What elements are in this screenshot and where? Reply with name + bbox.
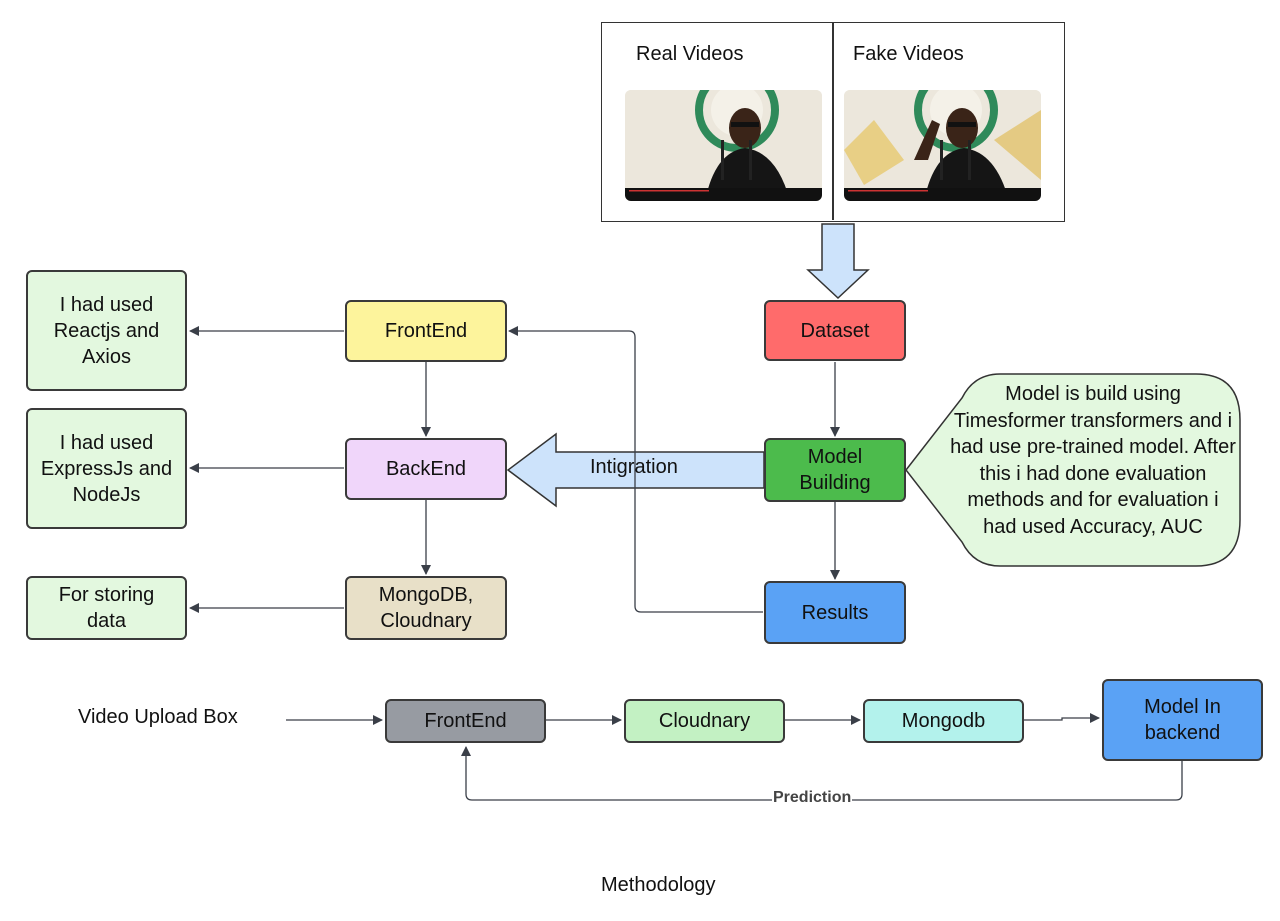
down-flow-arrow — [806, 223, 870, 300]
backend-note: I had used ExpressJs and NodeJs — [26, 408, 187, 529]
pipeline-frontend-node: FrontEnd — [385, 699, 546, 743]
storage-note: For storing data — [26, 576, 187, 640]
results-node: Results — [764, 581, 906, 644]
pipeline-mongodb-node: Mongodb — [863, 699, 1024, 743]
dataset-node: Dataset — [764, 300, 906, 361]
frontend-note: I had used Reactjs and Axios — [26, 270, 187, 391]
videos-divider — [832, 23, 834, 220]
real-videos-label: Real Videos — [636, 43, 744, 65]
real-video-thumbnail[interactable] — [625, 90, 822, 201]
model-note-text: Model is build using Timesformer transfo… — [950, 383, 1236, 538]
video-upload-label: Video Upload Box — [78, 706, 238, 728]
backend-node: BackEnd — [345, 438, 507, 500]
prediction-label: Prediction — [772, 789, 853, 807]
caption-methodology: Methodology — [601, 874, 716, 896]
fake-video-thumbnail[interactable] — [844, 90, 1041, 201]
arrow-mongodb-to-model — [1024, 713, 1100, 723]
storage-node: MongoDB, Cloudnary — [345, 576, 507, 640]
fake-video-image — [844, 90, 1041, 201]
real-video-image — [625, 90, 822, 201]
pipeline-model-node: Model In backend — [1102, 679, 1263, 761]
pipeline-cloudnary-node: Cloudnary — [624, 699, 785, 743]
frontend-node: FrontEnd — [345, 300, 507, 362]
integration-label: Intigration — [590, 456, 678, 478]
fake-videos-label: Fake Videos — [853, 43, 964, 65]
model-building-node: Model Building — [764, 438, 906, 502]
